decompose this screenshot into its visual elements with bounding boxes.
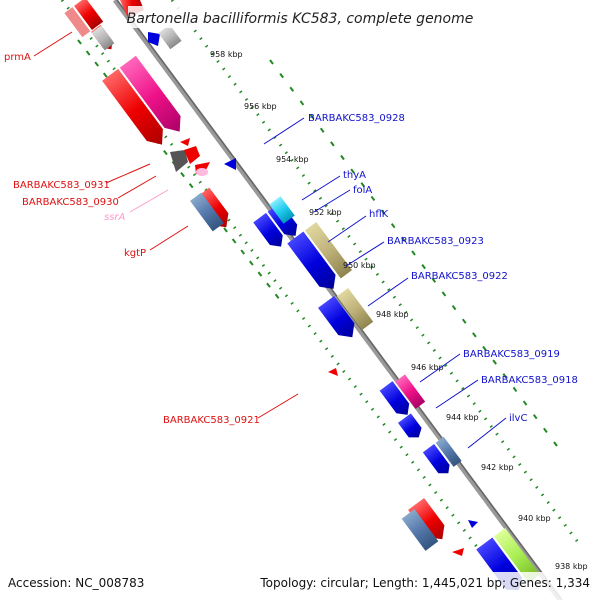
- gene-label-folA: folA: [353, 185, 372, 196]
- gene-label-hflK: hflK: [369, 209, 389, 220]
- reverse-gene-labels: prmA BARBAKC583_0931 BARBAKC583_0930 ssr…: [4, 31, 299, 426]
- gene-block: [184, 146, 200, 164]
- gene-label-kgtP: kgtP: [124, 248, 146, 259]
- reverse-strand-genes: [64, 0, 464, 556]
- gene-label-0918: BARBAKC583_0918: [481, 375, 578, 386]
- gene-label-prmA: prmA: [4, 52, 31, 63]
- gene-label-0928: BARBAKC583_0928: [308, 113, 405, 124]
- tick-label: 946 kbp: [411, 363, 444, 372]
- tick-label: 944 kbp: [446, 413, 479, 422]
- gene-block: [422, 436, 462, 474]
- forward-strand-genes: [148, 24, 540, 591]
- gene-block: [224, 158, 236, 170]
- tick-label: 940 kbp: [518, 514, 551, 523]
- gene-block: [269, 196, 295, 224]
- tick-label: 954 kbp: [276, 155, 309, 164]
- gene-label-0930: BARBAKC583_0930: [22, 197, 119, 208]
- gene-block: [91, 25, 115, 51]
- gene-block: [452, 548, 464, 556]
- tick-label: 950 kbp: [343, 261, 376, 270]
- forward-gene-labels: BARBAKC583_0928 thyA folA hflK BARBAKC58…: [263, 113, 578, 449]
- gene-label-0931: BARBAKC583_0931: [13, 180, 110, 191]
- gene-label-0919: BARBAKC583_0919: [463, 349, 560, 360]
- gene-label-ilvC: ilvC: [509, 413, 527, 424]
- gene-label-0921: BARBAKC583_0921: [163, 415, 260, 426]
- gene-label-0923: BARBAKC583_0923: [387, 236, 484, 247]
- gene-block: [401, 509, 439, 551]
- tick-label: 948 kbp: [376, 310, 409, 319]
- gene-label-0922: BARBAKC583_0922: [411, 271, 508, 282]
- gene-block: [398, 413, 422, 438]
- gene-label-ssrA: ssrA: [104, 212, 126, 223]
- gene-block: [64, 0, 104, 38]
- gene-block: [102, 55, 181, 145]
- gene-block: [318, 288, 374, 338]
- genome-title: Bartonella bacilliformis KC583, complete…: [127, 11, 474, 27]
- gene-block: [158, 24, 182, 50]
- topology-text: Topology: circular; Length: 1,445,021 bp…: [259, 576, 590, 590]
- gene-block: [287, 221, 352, 289]
- tick-label: 942 kbp: [481, 463, 514, 472]
- accession-text: Accession: NC_008783: [8, 576, 144, 590]
- coordinate-ticks: 958 kbp 956 kbp 954 kbp 952 kbp 950 kbp …: [210, 50, 588, 571]
- gene-block: [190, 192, 224, 232]
- gene-block: [180, 138, 190, 146]
- gene-block: [379, 374, 426, 415]
- gene-block: [328, 368, 338, 376]
- tick-label: 938 kbp: [555, 562, 588, 571]
- gene-block: [196, 168, 208, 176]
- tick-label: 956 kbp: [244, 102, 277, 111]
- genome-backbone: [112, 0, 563, 600]
- gene-block: [148, 32, 160, 46]
- tick-label: 958 kbp: [210, 50, 243, 59]
- gene-label-thyA: thyA: [343, 170, 366, 181]
- gene-block: [408, 497, 445, 540]
- tick-label: 952 kbp: [309, 208, 342, 217]
- gene-block: [170, 150, 188, 172]
- gene-block: [468, 520, 478, 528]
